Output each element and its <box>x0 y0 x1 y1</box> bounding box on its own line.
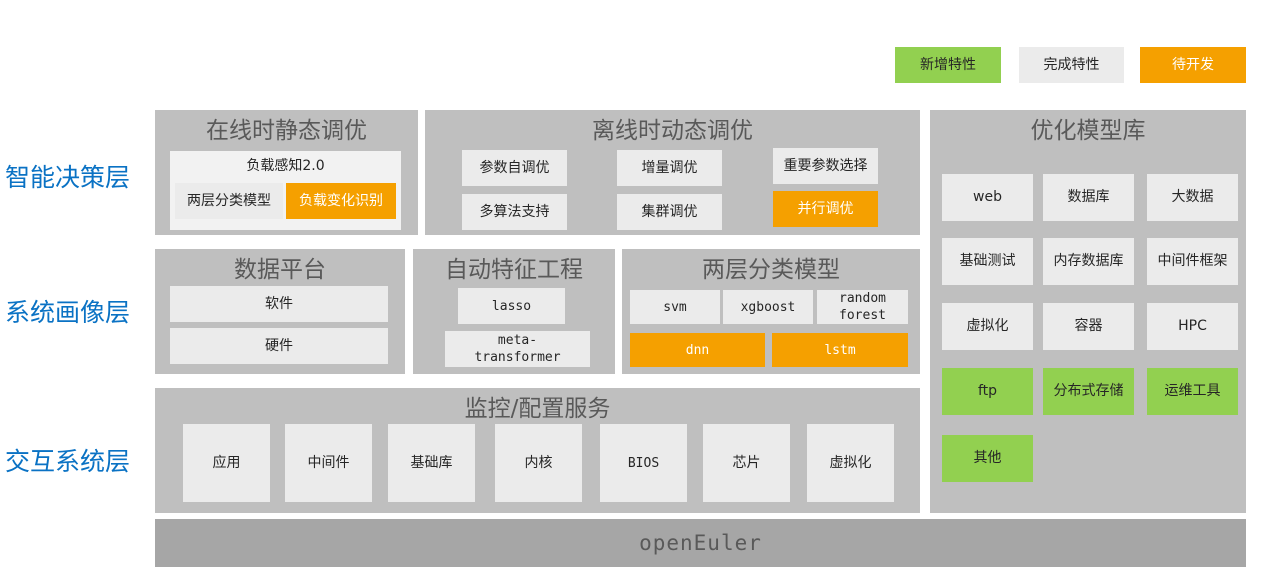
layer-label-profiling: 系统画像层 <box>5 298 131 327</box>
openeuler-base-bar: openEuler <box>155 519 1246 567</box>
monitoring-item: 芯片 <box>703 424 790 502</box>
offline-item: 集群调优 <box>617 194 722 230</box>
monitoring-item: 虚拟化 <box>807 424 894 502</box>
data-platform-panel-title: 数据平台 <box>234 257 326 283</box>
feature-item: meta- transformer <box>445 331 590 367</box>
model-library-item: 容器 <box>1043 303 1134 350</box>
two-layer-model-panel-title: 两层分类模型 <box>702 257 840 283</box>
offline-item: 增量调优 <box>617 150 722 186</box>
monitoring-item: BIOS <box>600 424 687 502</box>
offline-item: 并行调优 <box>773 191 878 227</box>
model-library-item: 大数据 <box>1147 174 1238 221</box>
online-item: 负载变化识别 <box>286 183 396 219</box>
model-item: dnn <box>630 333 765 367</box>
model-item: random forest <box>817 290 908 324</box>
offline-item: 参数自调优 <box>462 150 567 186</box>
model-item: svm <box>630 290 720 324</box>
layer-label-interaction: 交互系统层 <box>5 447 131 476</box>
model-library-item: 虚拟化 <box>942 303 1033 350</box>
model-library-item: 数据库 <box>1043 174 1134 221</box>
monitoring-panel-title: 监控/配置服务 <box>464 396 611 422</box>
model-item: lstm <box>772 333 908 367</box>
model-library-item: 其他 <box>942 435 1033 482</box>
legend-todo: 待开发 <box>1140 47 1246 83</box>
legend-new: 新增特性 <box>895 47 1001 83</box>
model-library-item: 分布式存储 <box>1043 368 1134 415</box>
feature-engineering-panel-title: 自动特征工程 <box>445 257 583 283</box>
offline-item: 重要参数选择 <box>773 148 878 184</box>
model-library-item: 运维工具 <box>1147 368 1238 415</box>
online-subtitle: 负载感知2.0 <box>246 157 325 174</box>
data-platform-item: 硬件 <box>170 328 388 364</box>
offline-item: 多算法支持 <box>462 194 567 230</box>
model-library-item: web <box>942 174 1033 221</box>
model-item: xgboost <box>723 290 813 324</box>
data-platform-item: 软件 <box>170 286 388 322</box>
monitoring-item: 内核 <box>495 424 582 502</box>
monitoring-item: 基础库 <box>388 424 475 502</box>
model-library-panel-title: 优化模型库 <box>1030 118 1146 144</box>
online-tuning-panel-title: 在线时静态调优 <box>206 118 367 144</box>
online-item: 两层分类模型 <box>175 183 283 219</box>
model-library-item: ftp <box>942 368 1033 415</box>
model-library-item: 中间件框架 <box>1147 238 1238 285</box>
model-library-item: 基础测试 <box>942 238 1033 285</box>
layer-label-decision: 智能决策层 <box>5 163 131 192</box>
model-library-item: 内存数据库 <box>1043 238 1134 285</box>
legend-done: 完成特性 <box>1019 47 1124 83</box>
monitoring-item: 中间件 <box>285 424 372 502</box>
monitoring-item: 应用 <box>183 424 270 502</box>
offline-tuning-panel-title: 离线时动态调优 <box>592 118 753 144</box>
model-library-item: HPC <box>1147 303 1238 350</box>
feature-item: lasso <box>458 288 565 324</box>
